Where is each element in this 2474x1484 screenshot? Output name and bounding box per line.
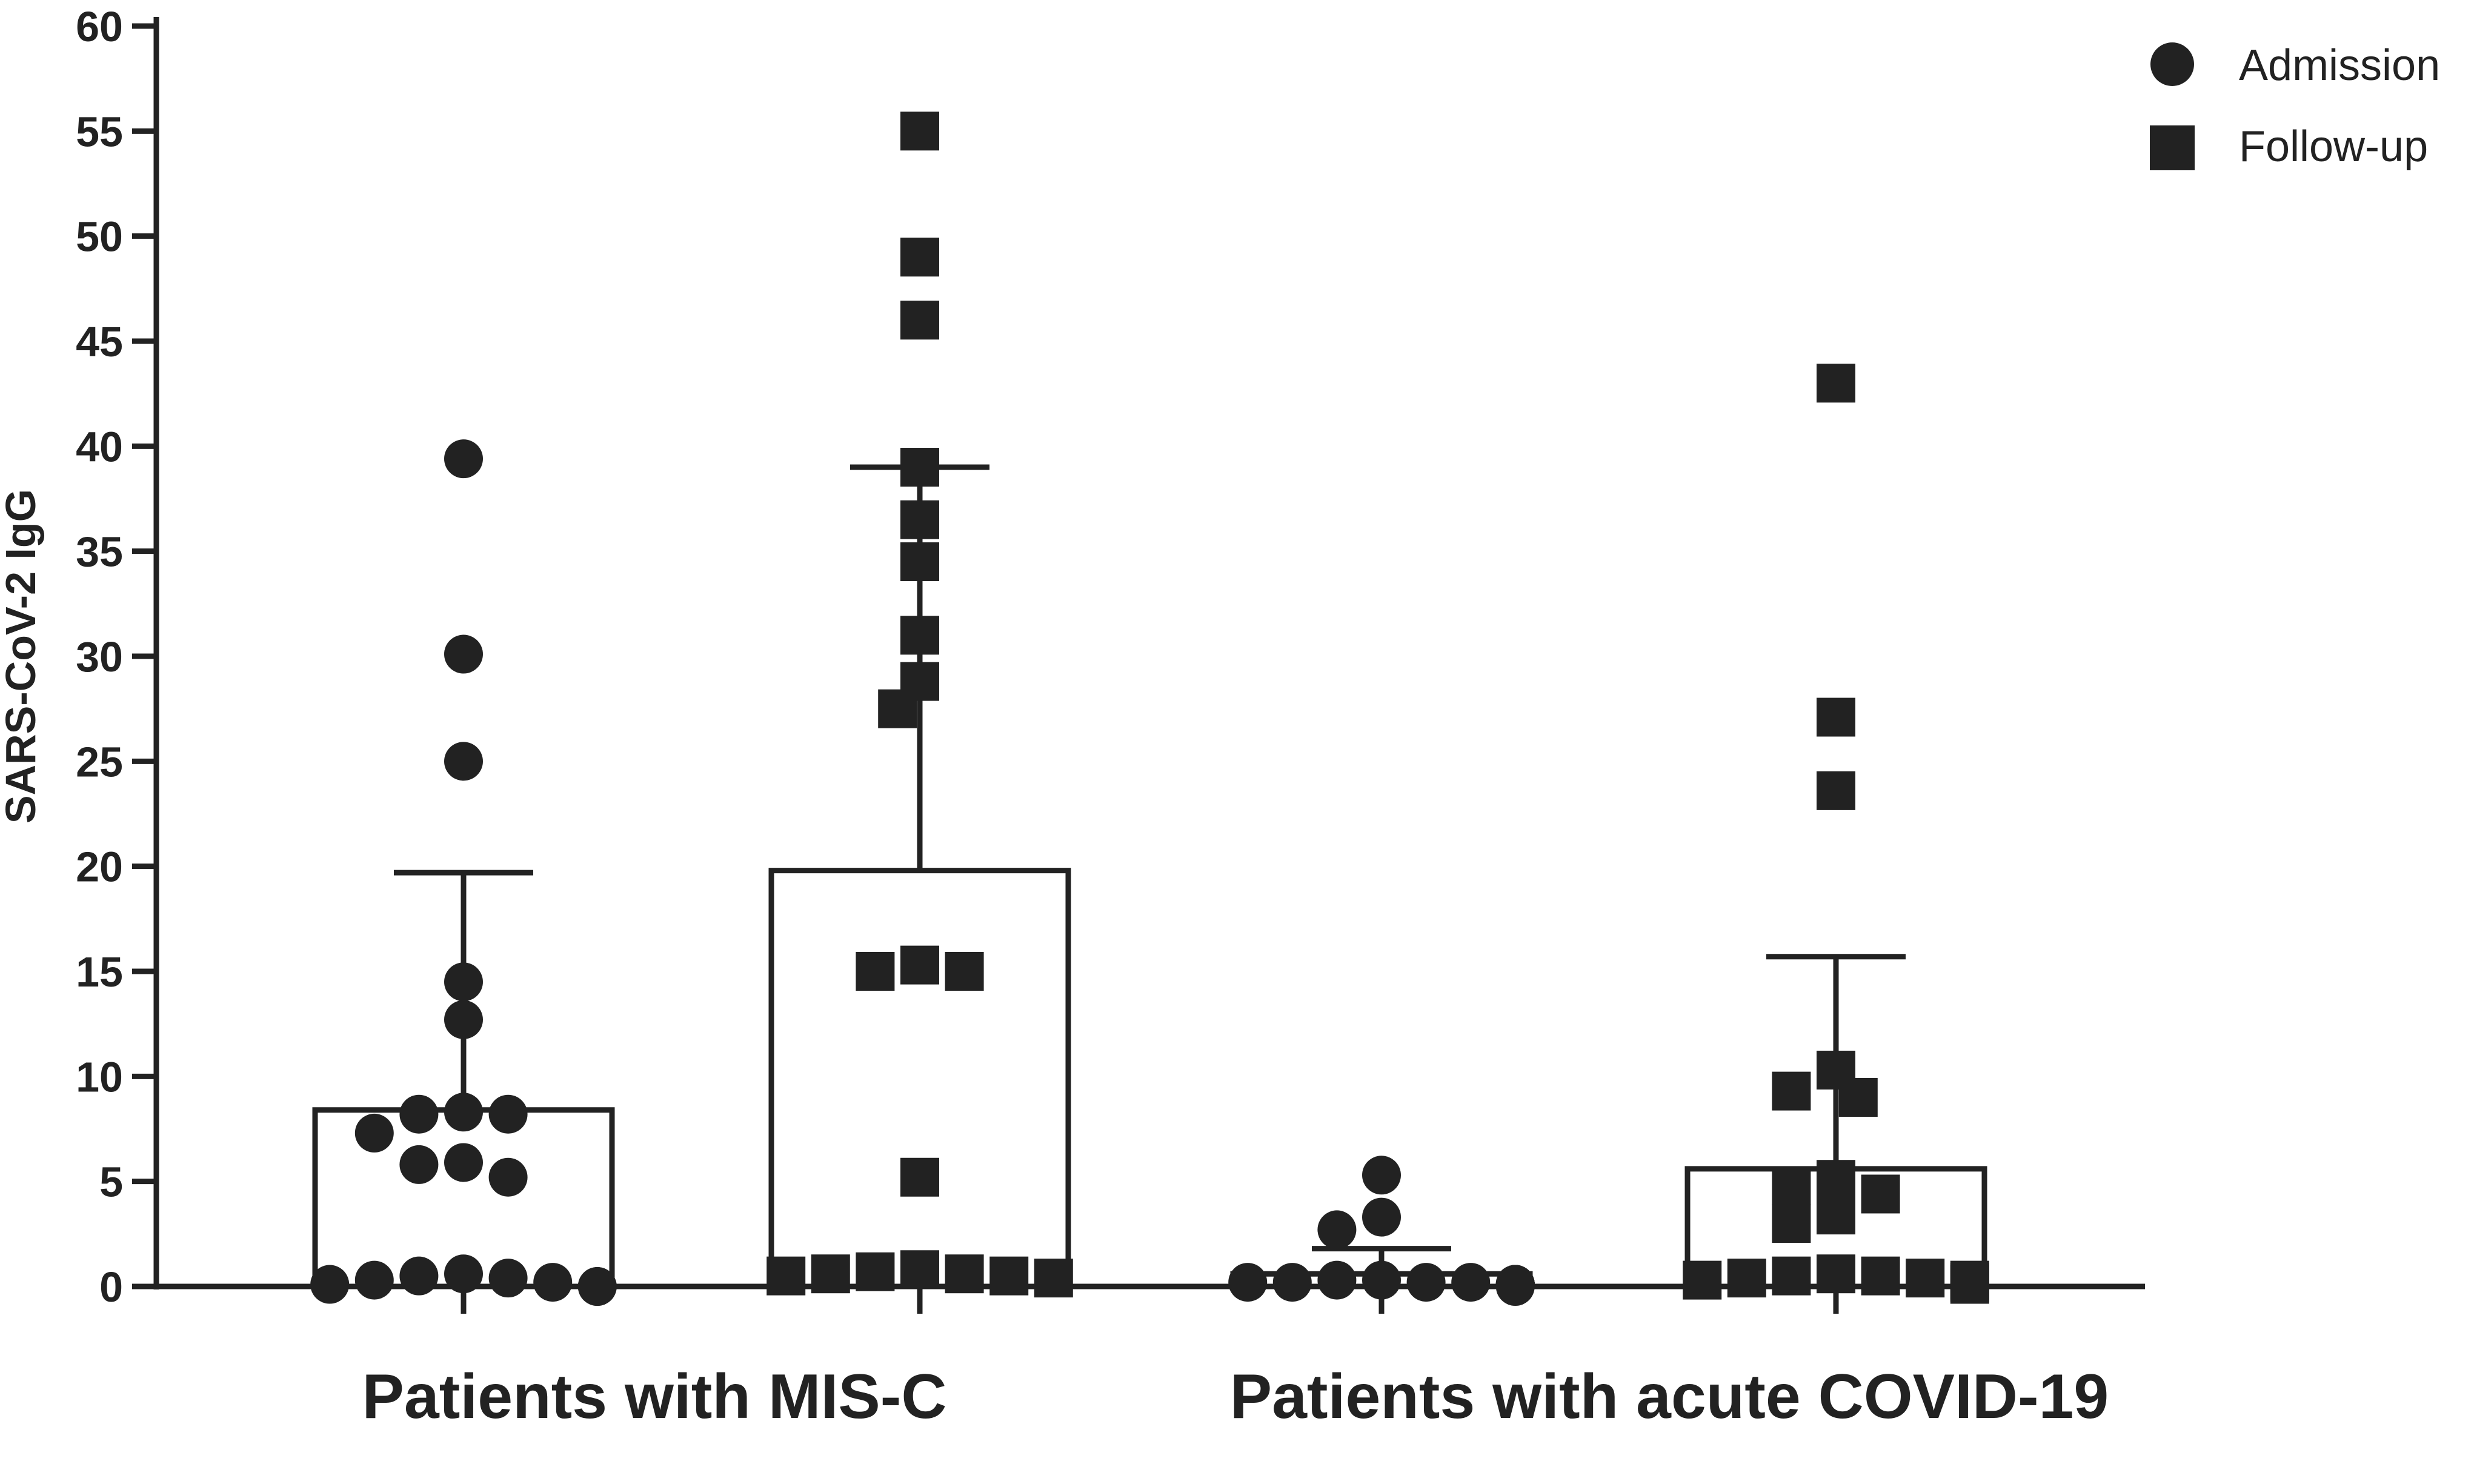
group-label-mis-c: Patients with MIS-C — [362, 1362, 947, 1432]
point-g0-follow-up-1 — [900, 238, 939, 277]
point-g0-admission-2 — [444, 742, 483, 781]
y-axis-title: SARS-CoV-2 IgG — [0, 489, 44, 824]
point-g1-admission-7 — [1451, 1263, 1491, 1302]
y-tick-label-40: 40 — [76, 423, 123, 470]
y-tick-label-10: 10 — [76, 1053, 123, 1100]
y-tick-label-60: 60 — [76, 3, 123, 50]
point-g0-follow-up-12 — [900, 1157, 939, 1197]
legend-marker-follow-up — [2150, 125, 2195, 170]
point-g0-follow-up-8 — [878, 689, 917, 728]
point-g0-follow-up-3 — [900, 448, 939, 487]
point-g0-admission-12 — [444, 1254, 483, 1294]
legend-marker-admission — [2150, 42, 2194, 86]
point-g0-admission-3 — [444, 962, 483, 1002]
point-g0-follow-up-10 — [856, 952, 895, 991]
point-g1-follow-up-10 — [1772, 1204, 1811, 1243]
legend-label-follow-up: Follow-up — [2239, 122, 2428, 171]
point-g0-admission-10 — [399, 1145, 439, 1184]
point-g0-follow-up-18 — [766, 1256, 806, 1296]
y-tick-label-45: 45 — [76, 318, 123, 365]
point-g1-admission-19 — [1495, 1267, 1535, 1306]
point-g1-admission-5 — [1406, 1263, 1446, 1302]
y-tick-label-55: 55 — [76, 108, 123, 155]
point-g0-follow-up-2 — [900, 301, 939, 340]
point-g0-follow-up-17 — [989, 1256, 1029, 1296]
point-g1-admission-8 — [1228, 1263, 1268, 1302]
point-g1-follow-up-13 — [1861, 1256, 1900, 1296]
point-g1-follow-up-7 — [1772, 1166, 1811, 1205]
point-g0-follow-up-5 — [900, 542, 939, 581]
point-g1-admission-2 — [1317, 1210, 1357, 1249]
y-tick-label-5: 5 — [99, 1159, 123, 1206]
labels: SARS-CoV-2 IgG Patients with MIS-C Patie… — [0, 489, 2109, 1432]
point-g0-follow-up-15 — [945, 1254, 984, 1294]
point-g0-admission-0 — [444, 439, 483, 479]
point-g0-follow-up-14 — [856, 1252, 895, 1291]
point-g1-follow-up-12 — [1772, 1256, 1811, 1296]
point-g0-follow-up-0 — [900, 111, 939, 151]
bars — [312, 464, 1987, 1286]
y-tick-label-30: 30 — [76, 633, 123, 680]
y-tick-label-25: 25 — [76, 738, 123, 785]
point-g0-follow-up-4 — [900, 500, 939, 539]
bar-g0-follow-up — [768, 868, 1071, 1286]
point-g1-follow-up-4 — [1772, 1071, 1811, 1111]
point-g0-admission-9 — [444, 1143, 483, 1182]
y-tick-label-50: 50 — [76, 213, 123, 261]
point-g1-admission-6 — [1272, 1263, 1312, 1302]
point-g0-follow-up-13 — [900, 1250, 939, 1289]
legend-label-admission: Admission — [2239, 41, 2440, 90]
point-g1-admission-0 — [1362, 1156, 1401, 1195]
point-g0-admission-15 — [354, 1260, 394, 1300]
point-g0-admission-16 — [533, 1263, 573, 1302]
point-g1-follow-up-6 — [1817, 1160, 1855, 1199]
point-g0-admission-8 — [354, 1113, 394, 1153]
point-g0-admission-14 — [488, 1259, 528, 1298]
point-g0-follow-up-6 — [900, 616, 939, 655]
point-g0-admission-4 — [444, 1000, 483, 1039]
y-tick-label-20: 20 — [76, 843, 123, 891]
point-g0-admission-6 — [399, 1094, 439, 1134]
point-g0-admission-17 — [310, 1265, 350, 1304]
point-g1-admission-1 — [1362, 1197, 1401, 1237]
point-g0-admission-11 — [488, 1157, 528, 1197]
point-g1-follow-up-16 — [1683, 1260, 1722, 1300]
point-g0-follow-up-11 — [945, 952, 984, 991]
legend: Admission Follow-up — [2150, 41, 2440, 171]
point-g0-follow-up-19 — [1034, 1259, 1073, 1298]
group-label-acute-covid: Patients with acute COVID-19 — [1230, 1362, 2109, 1432]
point-g1-follow-up-14 — [1727, 1259, 1766, 1298]
y-tick-label-0: 0 — [99, 1263, 123, 1311]
point-g0-follow-up-16 — [811, 1254, 850, 1294]
point-g0-follow-up-9 — [900, 945, 939, 985]
point-g0-admission-7 — [488, 1094, 528, 1134]
point-g1-follow-up-9 — [1817, 1196, 1855, 1235]
point-g1-admission-4 — [1317, 1260, 1357, 1300]
point-g1-follow-up-1 — [1817, 697, 1855, 737]
point-g1-follow-up-19 — [1950, 1265, 1989, 1304]
point-g1-follow-up-8 — [1861, 1174, 1900, 1214]
point-g1-follow-up-5 — [1838, 1078, 1878, 1117]
axes: 0 5 10 15 20 25 30 35 40 45 50 55 60 — [76, 3, 2145, 1314]
point-g1-admission-3 — [1362, 1260, 1401, 1300]
point-g1-follow-up-0 — [1817, 364, 1855, 403]
data-points — [310, 111, 1989, 1306]
point-g0-admission-5 — [444, 1093, 483, 1132]
y-tick-label-35: 35 — [76, 528, 123, 576]
y-tick-label-15: 15 — [76, 948, 123, 996]
point-g0-admission-13 — [399, 1256, 439, 1296]
point-g0-admission-1 — [444, 634, 483, 674]
point-g1-follow-up-15 — [1906, 1259, 1945, 1298]
point-g0-admission-19 — [577, 1267, 617, 1306]
point-g1-follow-up-2 — [1817, 771, 1855, 810]
point-g1-follow-up-11 — [1817, 1254, 1855, 1294]
